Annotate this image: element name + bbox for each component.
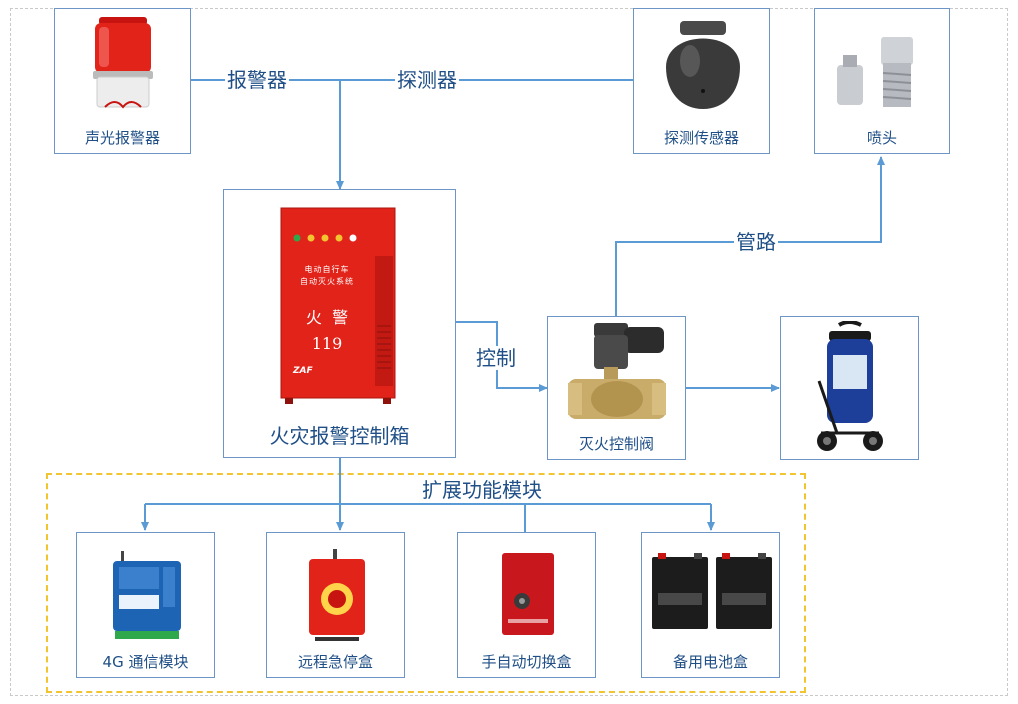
sprinkler-nozzle-icon [837, 37, 913, 107]
control-line-label: 控制 [474, 346, 518, 370]
backup-battery-icon [652, 553, 772, 629]
panel-title-2: 自动灭火系统 [300, 277, 354, 286]
alarm-line-label: 报警器 [225, 68, 289, 92]
extinguisher-picture [781, 317, 918, 451]
control-box-label: 火灾报警控制箱 [269, 424, 410, 448]
nozzle-box[interactable]: 喷头 [814, 8, 950, 154]
module-switch-label: 手自动切换盒 [481, 653, 572, 671]
module-estop-picture [267, 533, 404, 651]
valve-label: 灭火控制阀 [578, 435, 654, 453]
pipe-line-label: 管路 [734, 230, 778, 254]
alarm-box[interactable]: 声光报警器 [54, 8, 191, 154]
module-switch-picture [458, 533, 595, 651]
panel-fire-text: 火 警 [305, 308, 349, 327]
control-box[interactable]: 电动自行车 自动灭火系统 火 警 119 ZAF 火灾报警控制箱 [223, 189, 456, 458]
solenoid-valve-icon [568, 323, 666, 419]
alarm-picture [55, 9, 190, 127]
auto-manual-switch-icon [502, 553, 554, 635]
panel-number: 119 [311, 334, 343, 353]
alarm-label: 声光报警器 [84, 129, 160, 147]
module-battery-picture [642, 533, 779, 651]
cabinet-illustration: 电动自行车 自动灭火系统 火 警 119 ZAF [279, 206, 397, 406]
extension-title: 扩展功能模块 [422, 478, 542, 502]
strobe-alarm-icon [93, 17, 153, 109]
emergency-stop-icon [309, 549, 365, 641]
nozzle-label: 喷头 [866, 129, 897, 147]
cabinet-shape-icon [280, 207, 396, 404]
detector-picture [634, 9, 769, 127]
detector-line-label: 探测器 [395, 68, 459, 92]
module-switch-box[interactable]: 手自动切换盒 [457, 532, 596, 678]
detector-label: 探测传感器 [663, 129, 739, 147]
detector-sensor-icon [666, 21, 740, 109]
extinguisher-cart-icon [817, 321, 883, 451]
module-4g-label: 4G 通信模块 [102, 653, 189, 671]
valve-box[interactable]: 灭火控制阀 [547, 316, 686, 460]
module-4g-box[interactable]: 4G 通信模块 [76, 532, 215, 678]
module-battery-box[interactable]: 备用电池盒 [641, 532, 780, 678]
extension-region [46, 473, 806, 693]
module-battery-label: 备用电池盒 [672, 653, 748, 671]
valve-picture [548, 317, 685, 433]
module-estop-label: 远程急停盒 [297, 653, 373, 671]
module-estop-box[interactable]: 远程急停盒 [266, 532, 405, 678]
panel-brand: ZAF [293, 366, 313, 376]
4g-module-icon [113, 551, 181, 639]
extinguisher-box[interactable] [780, 316, 919, 460]
detector-box[interactable]: 探测传感器 [633, 8, 770, 154]
nozzle-picture [815, 9, 949, 127]
control-box-picture: 电动自行车 自动灭火系统 火 警 119 ZAF [224, 190, 455, 421]
outer-frame [10, 8, 1008, 696]
panel-title-1: 电动自行车 [304, 265, 350, 274]
module-4g-picture [77, 533, 214, 651]
